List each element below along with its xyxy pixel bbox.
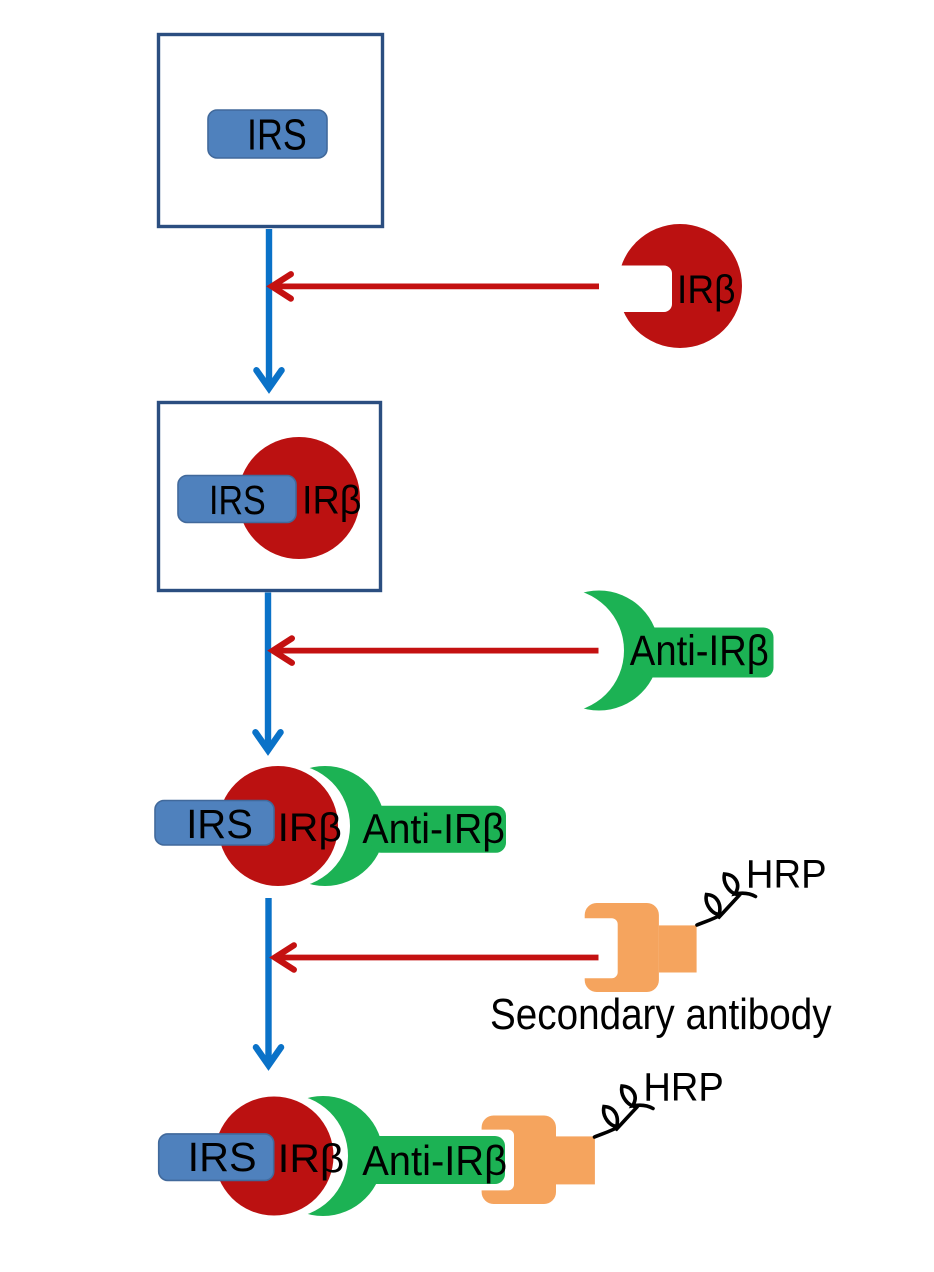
svg-text:IRβ: IRβ bbox=[278, 1137, 345, 1181]
svg-text:Anti-IRβ: Anti-IRβ bbox=[362, 805, 505, 852]
svg-text:Anti-IRβ: Anti-IRβ bbox=[630, 627, 769, 675]
svg-text:IRS: IRS bbox=[186, 801, 253, 847]
svg-text:IRβ: IRβ bbox=[278, 806, 342, 850]
svg-text:IRS: IRS bbox=[247, 112, 307, 160]
svg-text:Anti-IRβ: Anti-IRβ bbox=[362, 1137, 507, 1184]
svg-text:IRS: IRS bbox=[188, 1134, 257, 1180]
svg-text:HRP: HRP bbox=[643, 1066, 723, 1110]
svg-text:Secondary antibody: Secondary antibody bbox=[490, 991, 832, 1039]
svg-text:IRβ: IRβ bbox=[302, 479, 362, 523]
svg-text:HRP: HRP bbox=[746, 853, 827, 897]
svg-text:IRβ: IRβ bbox=[677, 268, 736, 312]
svg-text:IRS: IRS bbox=[209, 477, 266, 523]
